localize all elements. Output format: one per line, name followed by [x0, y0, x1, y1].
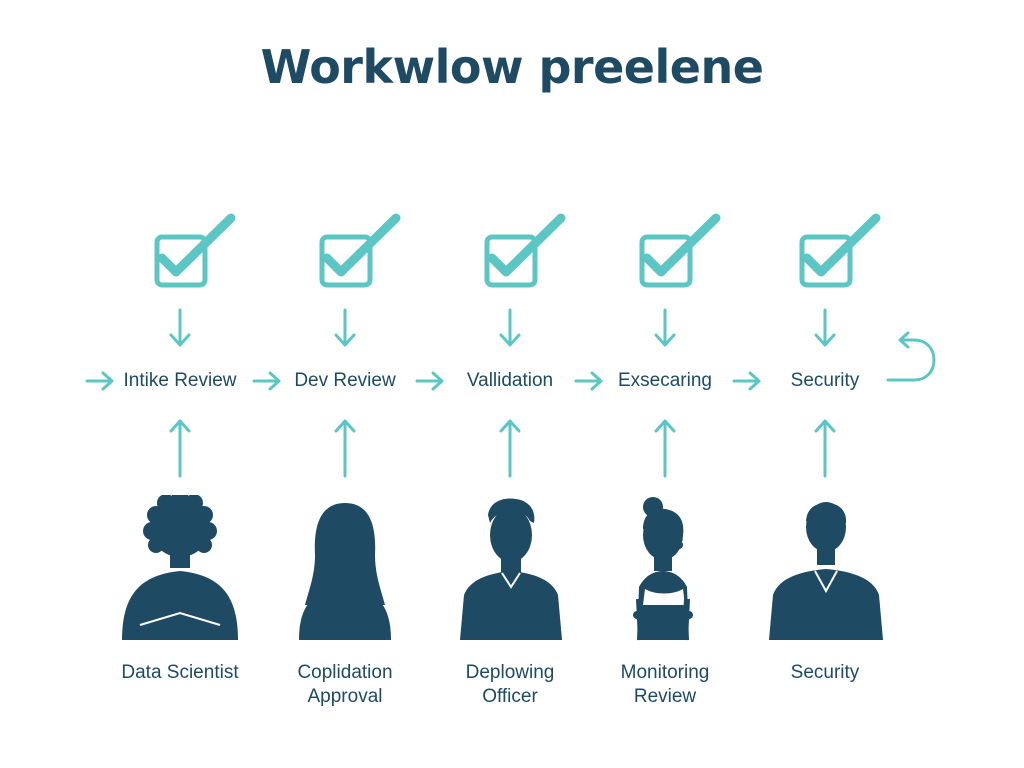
- arrow-right-icon: [415, 371, 444, 391]
- arrow-right-icon: [252, 371, 281, 391]
- arrow-right-icon: [574, 371, 603, 391]
- checkbox-check-icon: [799, 213, 881, 288]
- arrow-right-icon: [85, 371, 114, 391]
- arrow-up-icon: [654, 419, 676, 478]
- arrow-up-icon: [499, 419, 521, 478]
- arrow-down-icon: [654, 308, 676, 347]
- step-label-security: Security: [790, 370, 860, 391]
- person-suit-icon: [769, 502, 883, 640]
- workflow-stage-2: Dev Review Coplidation Approval: [265, 0, 425, 768]
- diagram-title: Workwlow preelene: [260, 40, 764, 94]
- step-label-dev-review: Dev Review: [294, 370, 396, 391]
- arrow-down-icon: [814, 308, 836, 347]
- role-label-monitoring-review: Monitoring Review: [620, 662, 710, 707]
- workflow-stage-5: Security Security: [745, 0, 905, 768]
- arrow-down-icon: [334, 308, 356, 347]
- person-short-hair-icon: [460, 498, 562, 640]
- person-long-hair-icon: [299, 503, 391, 640]
- person-bun-hair-icon: [633, 497, 693, 641]
- loop-back-arrow-icon: [886, 331, 936, 382]
- workflow-stage-1: Intike Review Data Scientist: [100, 0, 260, 768]
- checkbox-check-icon: [154, 213, 236, 288]
- arrow-down-icon: [169, 308, 191, 347]
- arrow-up-icon: [169, 419, 191, 478]
- checkbox-check-icon: [639, 213, 721, 288]
- role-label-security: Security: [790, 662, 860, 683]
- step-label-validation: Vallidation: [466, 370, 554, 391]
- checkbox-check-icon: [484, 213, 566, 288]
- person-curly-hair-icon: [122, 495, 238, 640]
- workflow-stage-3: Vallidation Deplowing Officer: [430, 0, 590, 768]
- workflow-stage-4: Exsecaring Monitoring Review: [585, 0, 745, 768]
- step-label-exsecaring: Exsecaring: [618, 370, 712, 391]
- role-label-deplowing-officer: Deplowing Officer: [465, 662, 555, 707]
- role-label-coplidation-approval: Coplidation Approval: [297, 662, 393, 707]
- role-label-data-scientist: Data Scientist: [121, 662, 239, 683]
- step-label-intake-review: Intike Review: [123, 370, 237, 391]
- checkbox-check-icon: [319, 213, 401, 288]
- arrow-up-icon: [814, 419, 836, 478]
- arrow-right-icon: [732, 371, 761, 391]
- arrow-down-icon: [499, 308, 521, 347]
- arrow-up-icon: [334, 419, 356, 478]
